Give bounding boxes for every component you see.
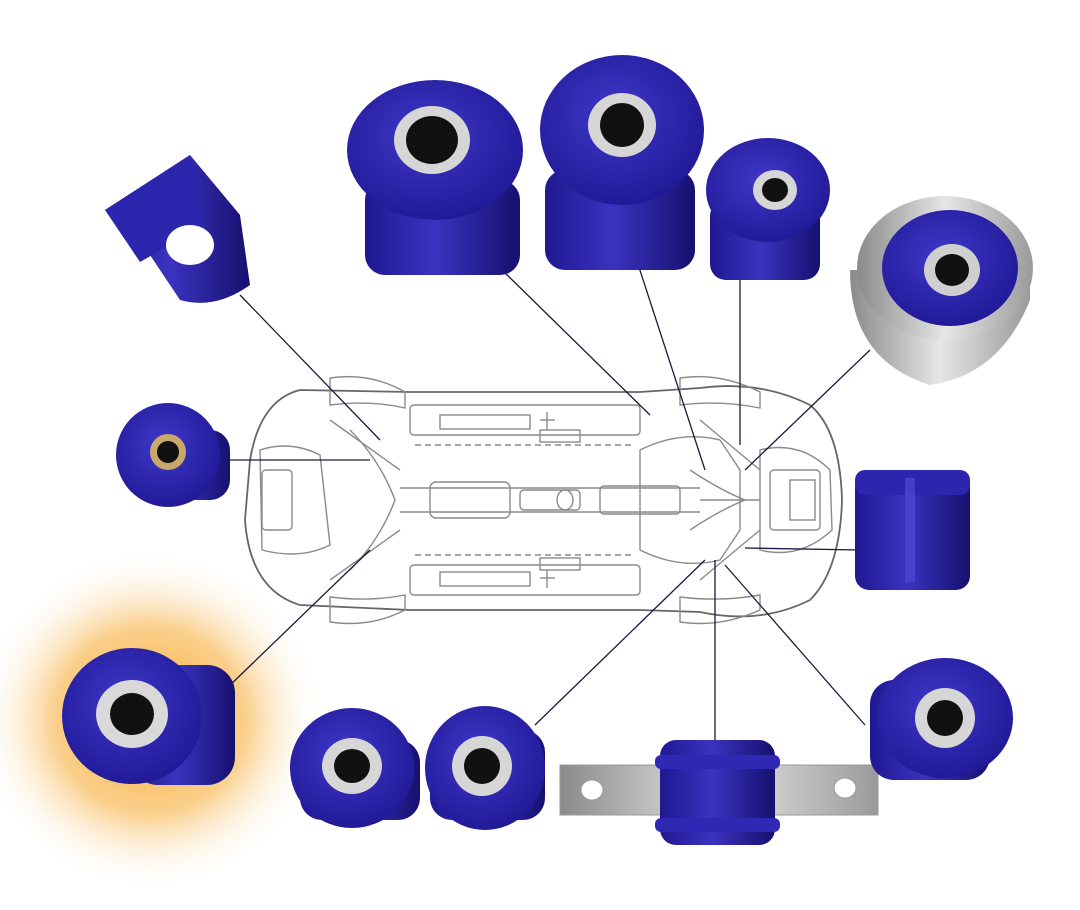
leader-lines: [224, 254, 871, 740]
bushing-bottom-2: [425, 706, 545, 830]
large-bushing-2: [540, 55, 704, 270]
large-bushing-1: [347, 80, 523, 275]
barrel-bushing-right: [855, 470, 970, 590]
medium-bushing-top: [706, 138, 830, 280]
sway-bar-saddle-bushing: [105, 155, 250, 303]
small-bushing-left: [116, 403, 230, 507]
highlighted-bushing: [62, 648, 235, 785]
steel-shell-bushing: [850, 196, 1033, 385]
bushing-bottom-right: [870, 658, 1013, 780]
bushing-bottom-1: [290, 708, 420, 828]
plate-link-bushing: [559, 740, 879, 845]
car-underbody-schematic: [244, 375, 843, 625]
